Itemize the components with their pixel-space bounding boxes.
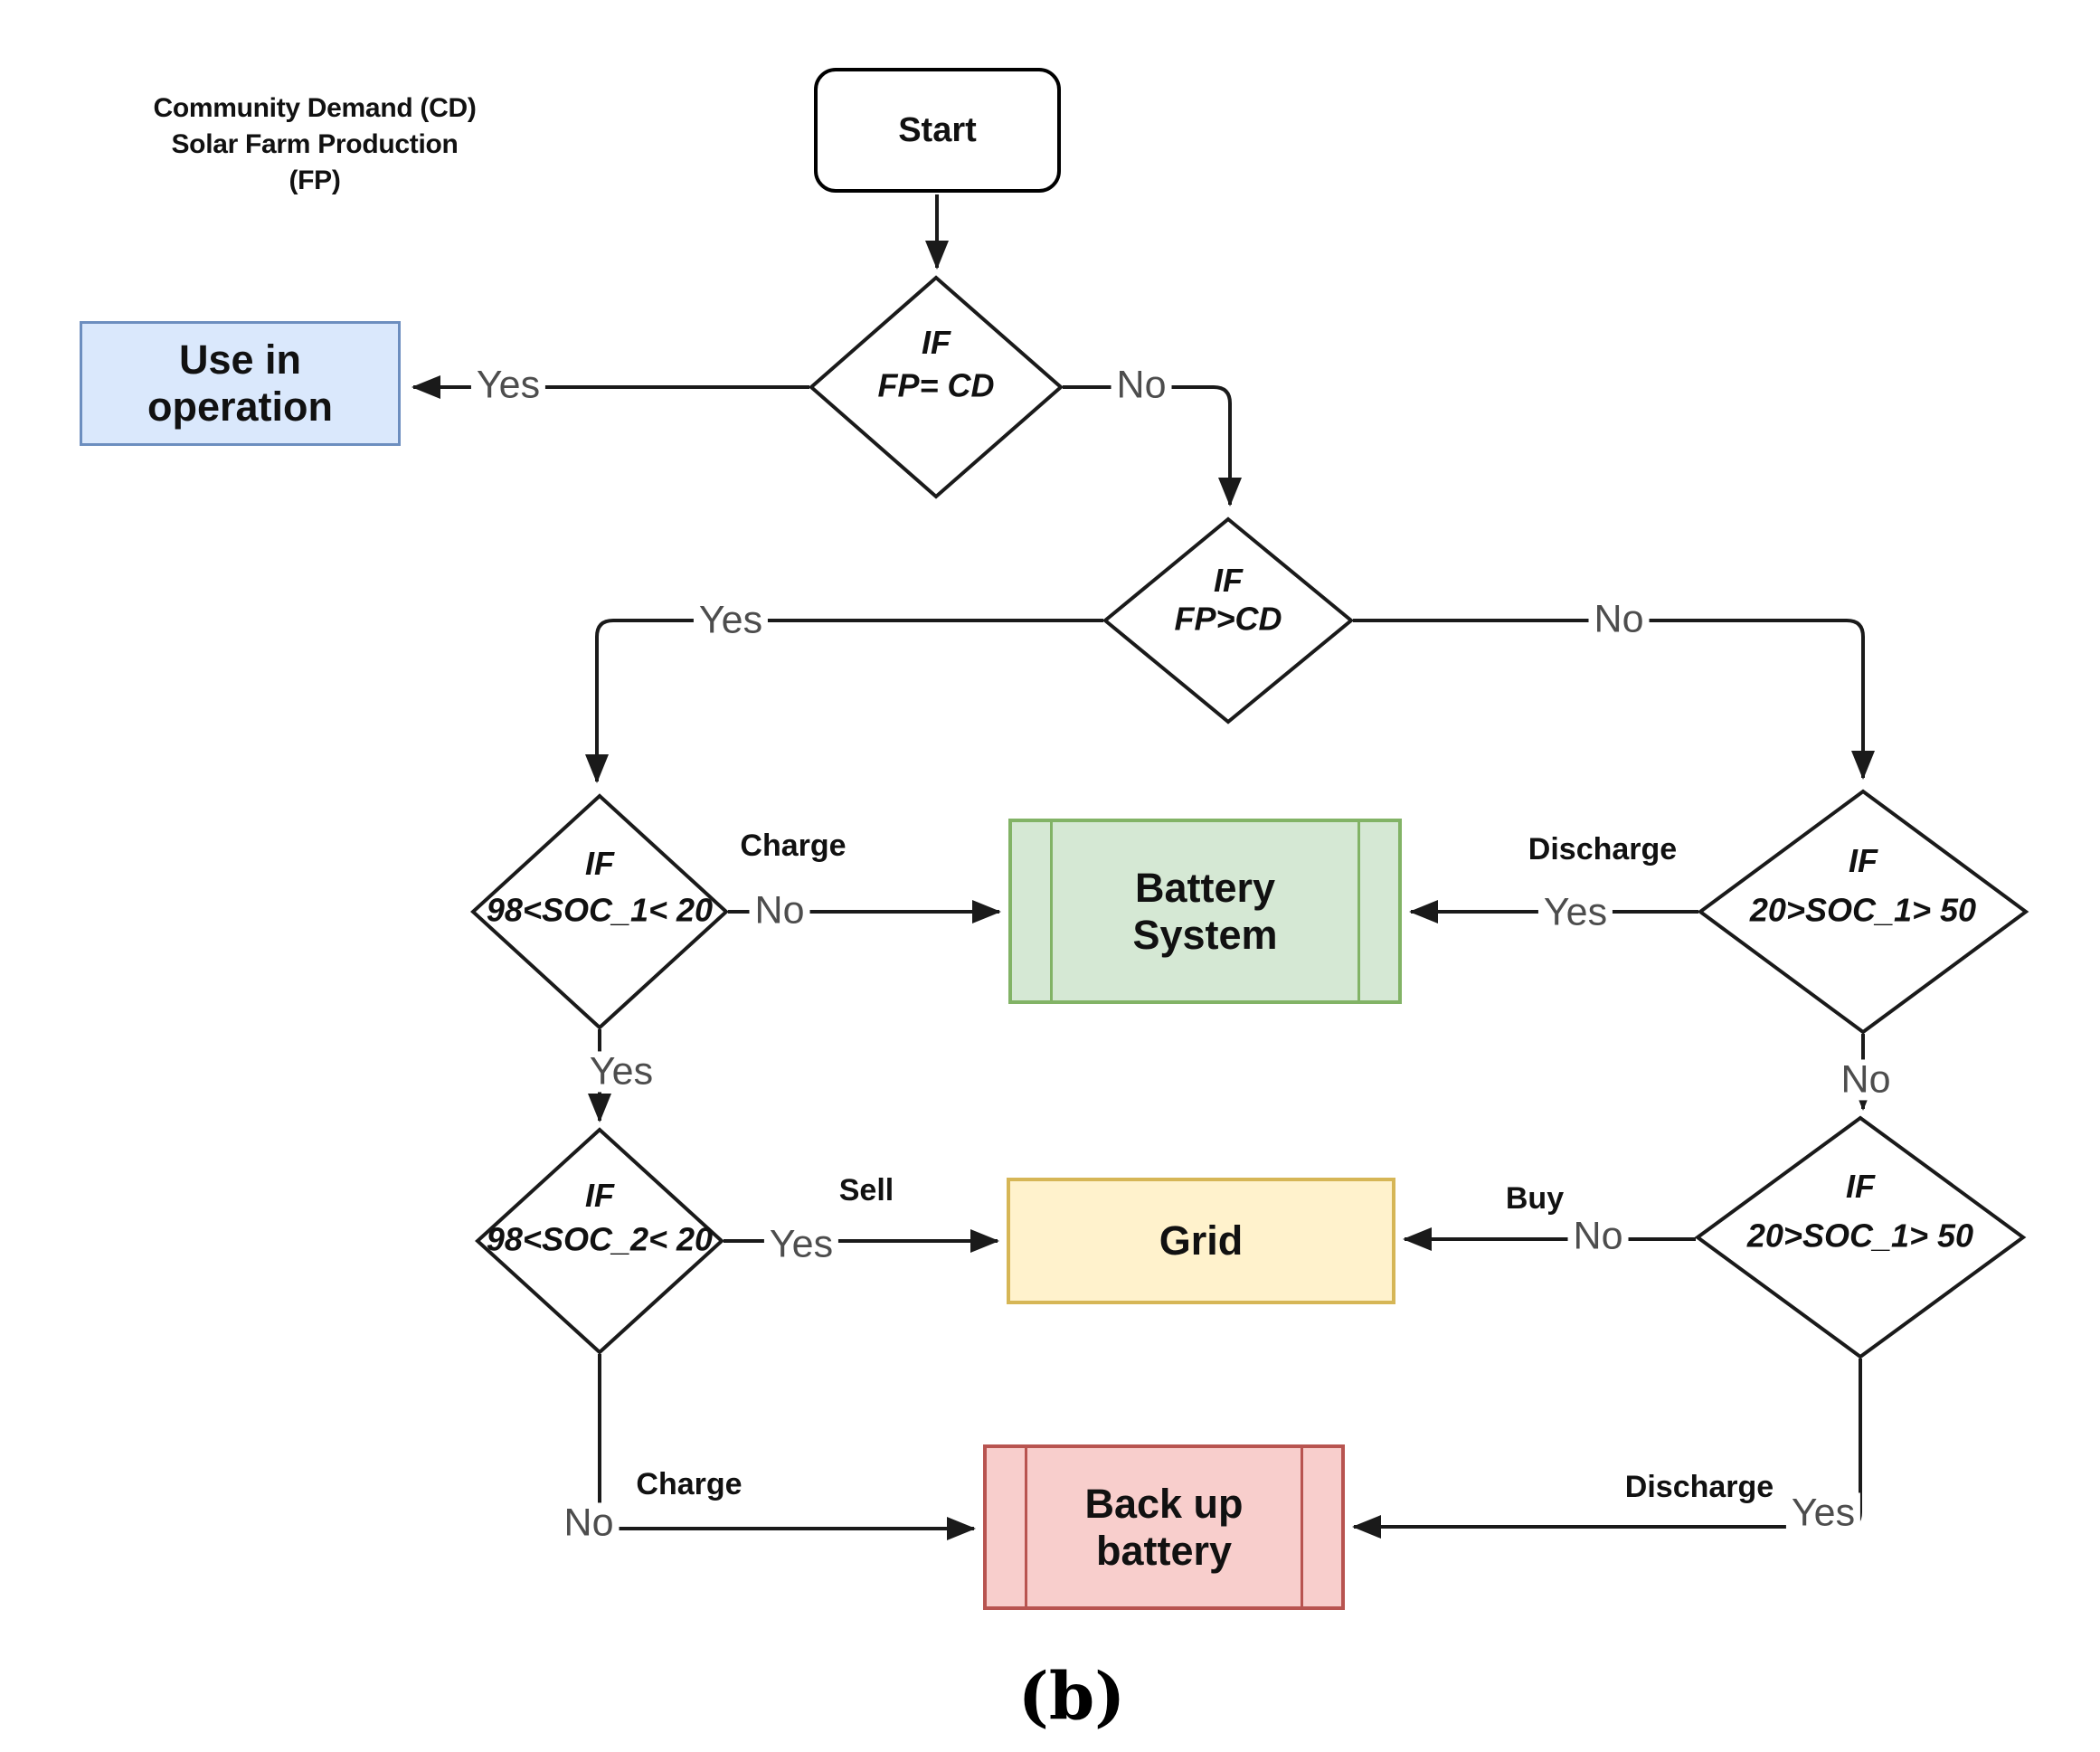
edge-label-rsoc1-yes: Yes	[1537, 892, 1613, 933]
start-node: Start	[814, 68, 1061, 193]
if-keyword: IF	[585, 1176, 614, 1214]
diamond-soc1-left-text: IF 98<SOC_1< 20	[473, 796, 726, 1028]
legend-line2: Solar Farm Production (FP)	[171, 128, 459, 195]
battery-left-bar	[1050, 821, 1053, 1001]
diamond-fp-eq-cd-text: IF FP= CD	[811, 278, 1061, 497]
battery-right-bar	[1357, 821, 1360, 1001]
diamond-soc1-right	[1697, 789, 2029, 1035]
condition-soc1-right2: 20>SOC_1> 50	[1746, 1217, 1974, 1255]
use-in-operation-label: Use in operation	[147, 336, 333, 430]
condition-soc2-left: 98<SOC_2< 20	[486, 1220, 714, 1258]
edge-action-buy: Buy	[1501, 1182, 1568, 1216]
condition-soc1-right: 20>SOC_1> 50	[1749, 891, 1977, 929]
diamond-fp-gt-cd-text: IF FP>CD	[1105, 519, 1351, 722]
edge-action-discharge-backup: Discharge	[1621, 1471, 1778, 1504]
diamond-soc2-left	[475, 1127, 724, 1355]
edge-label-rsoc1-no: No	[1835, 1059, 1897, 1101]
if-keyword: IF	[922, 323, 951, 361]
edge-label-rsoc2-yes: Yes	[1785, 1492, 1861, 1534]
battery-system-node: Battery System	[1008, 819, 1402, 1004]
edge-action-charge-backup: Charge	[632, 1468, 746, 1501]
edge-label-d1-no: No	[1111, 365, 1172, 406]
diamond-soc2-left-text: IF 98<SOC_2< 20	[478, 1130, 722, 1352]
grid-node: Grid	[1007, 1178, 1395, 1304]
if-keyword: IF	[1846, 1168, 1875, 1206]
edge-label-lsoc2-no: No	[558, 1502, 620, 1544]
grid-label: Grid	[1159, 1217, 1244, 1264]
backup-battery-label: Back up battery	[1084, 1480, 1244, 1574]
diamond-soc1-right-text: IF 20>SOC_1> 50	[1700, 791, 2026, 1032]
if-keyword: IF	[1849, 841, 1878, 879]
edge-fpgtcd-yes-to-lsoc1	[585, 619, 1103, 783]
edge-fpgtcd-no-to-rsoc1	[1353, 619, 1875, 780]
backup-left-bar	[1025, 1447, 1027, 1607]
legend-line1: Community Demand (CD)	[153, 93, 477, 123]
edge-fpeqcd-no-to-fpgtcd	[1063, 385, 1242, 507]
edge-action-charge-battery: Charge	[736, 829, 850, 863]
if-keyword: IF	[1214, 562, 1243, 600]
edge-label-d2-yes: Yes	[693, 600, 769, 641]
diamond-soc1-right2-text: IF 20>SOC_1> 50	[1698, 1118, 2023, 1357]
edge-lsoc2-no-to-backup	[598, 1354, 976, 1540]
edge-label-d2-no: No	[1588, 599, 1650, 640]
edge-label-lsoc2-yes: Yes	[763, 1224, 839, 1265]
figure-caption: (b)	[1017, 1657, 1126, 1735]
start-label: Start	[898, 110, 977, 149]
diamond-fp-eq-cd	[808, 275, 1064, 499]
battery-system-label: Battery System	[1132, 864, 1278, 958]
backup-battery-node: Back up battery	[983, 1444, 1345, 1610]
edge-action-discharge-battery: Discharge	[1524, 833, 1681, 867]
use-in-operation-node: Use in operation	[80, 321, 401, 446]
edge-label-lsoc1-yes: Yes	[583, 1051, 659, 1093]
condition-fp-gt-cd: FP>CD	[1174, 600, 1282, 638]
diamond-soc1-left	[470, 793, 729, 1030]
edge-label-d1-yes: Yes	[470, 365, 546, 406]
condition-fp-eq-cd: FP= CD	[877, 366, 995, 404]
edge-action-sell: Sell	[835, 1174, 898, 1207]
edge-label-rsoc2-no: No	[1567, 1216, 1629, 1257]
if-keyword: IF	[585, 844, 614, 882]
backup-right-bar	[1301, 1447, 1303, 1607]
legend-note: Community Demand (CD) Solar Farm Product…	[152, 90, 478, 199]
condition-soc1-left: 98<SOC_1< 20	[486, 891, 714, 929]
edge-label-lsoc1-no: No	[749, 890, 810, 932]
diamond-fp-gt-cd	[1102, 516, 1355, 724]
diamond-soc1-right2	[1694, 1115, 2027, 1359]
edge-rsoc2-yes-to-backup	[1352, 1359, 1862, 1539]
